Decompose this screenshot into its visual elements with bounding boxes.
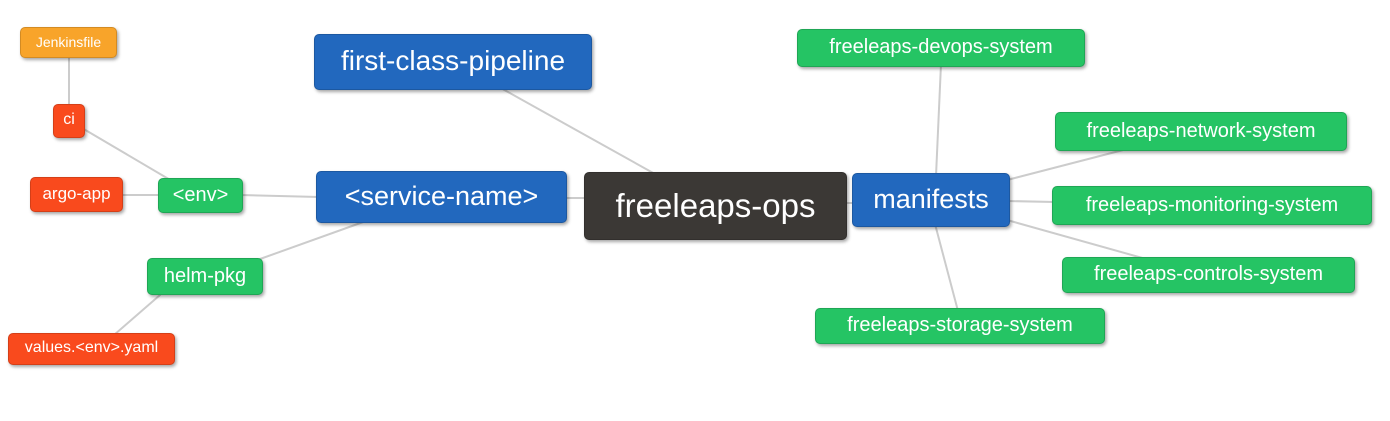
- edge-ci-to-env: [81, 127, 173, 182]
- edge-manifests-to-freeleaps-monitoring-system: [1006, 200, 1056, 203]
- edge-manifests-to-freeleaps-devops-system: [935, 63, 942, 177]
- node-freeleaps-devops-system[interactable]: freeleaps-devops-system: [797, 29, 1085, 67]
- edge-manifests-to-freeleaps-controls-system: [1006, 219, 1147, 260]
- node-label-first-class-pipeline: first-class-pipeline: [340, 45, 566, 76]
- node-helm-pkg[interactable]: helm-pkg: [147, 258, 263, 295]
- node-env[interactable]: <env>: [158, 178, 243, 213]
- edge-env-to-service-name: [239, 194, 320, 198]
- node-label-freeleaps-storage-system: freeleaps-storage-system: [847, 314, 1073, 336]
- node-label-jenkinsfile: Jenkinsfile: [35, 33, 102, 50]
- node-label-values-env-yaml: values.<env>.yaml: [24, 339, 159, 356]
- node-freeleaps-ops[interactable]: freeleaps-ops: [584, 172, 847, 240]
- node-freeleaps-monitoring-system[interactable]: freeleaps-monitoring-system: [1052, 186, 1372, 225]
- node-first-class-pipeline[interactable]: first-class-pipeline: [314, 34, 592, 90]
- node-freeleaps-storage-system[interactable]: freeleaps-storage-system: [815, 308, 1105, 344]
- edge-manifests-to-freeleaps-network-system: [1006, 148, 1128, 181]
- node-freeleaps-controls-system[interactable]: freeleaps-controls-system: [1062, 257, 1355, 293]
- node-label-service-name: <service-name>: [344, 180, 539, 211]
- node-argo-app[interactable]: argo-app: [30, 177, 123, 212]
- node-label-helm-pkg: helm-pkg: [163, 264, 247, 287]
- node-label-manifests: manifests: [873, 183, 989, 214]
- node-label-env: <env>: [172, 183, 229, 206]
- edge-first-class-pipeline-to-freeleaps-ops: [498, 86, 656, 175]
- node-label-argo-app: argo-app: [42, 184, 111, 203]
- edge-helm-pkg-to-values-env-yaml: [113, 294, 161, 336]
- node-label-freeleaps-monitoring-system: freeleaps-monitoring-system: [1085, 193, 1339, 216]
- node-label-freeleaps-network-system: freeleaps-network-system: [1086, 119, 1316, 142]
- node-jenkinsfile[interactable]: Jenkinsfile: [20, 27, 117, 58]
- node-label-freeleaps-ops: freeleaps-ops: [615, 186, 816, 224]
- edge-helm-pkg-to-service-name: [259, 220, 367, 260]
- edge-manifests-to-freeleaps-storage-system: [934, 223, 959, 312]
- node-service-name[interactable]: <service-name>: [316, 171, 567, 223]
- node-label-ci: ci: [63, 111, 75, 128]
- node-ci[interactable]: ci: [53, 104, 85, 138]
- node-manifests[interactable]: manifests: [852, 173, 1010, 227]
- node-values-env-yaml[interactable]: values.<env>.yaml: [8, 333, 175, 365]
- node-label-freeleaps-controls-system: freeleaps-controls-system: [1094, 263, 1323, 285]
- node-freeleaps-network-system[interactable]: freeleaps-network-system: [1055, 112, 1347, 151]
- node-label-freeleaps-devops-system: freeleaps-devops-system: [829, 36, 1053, 58]
